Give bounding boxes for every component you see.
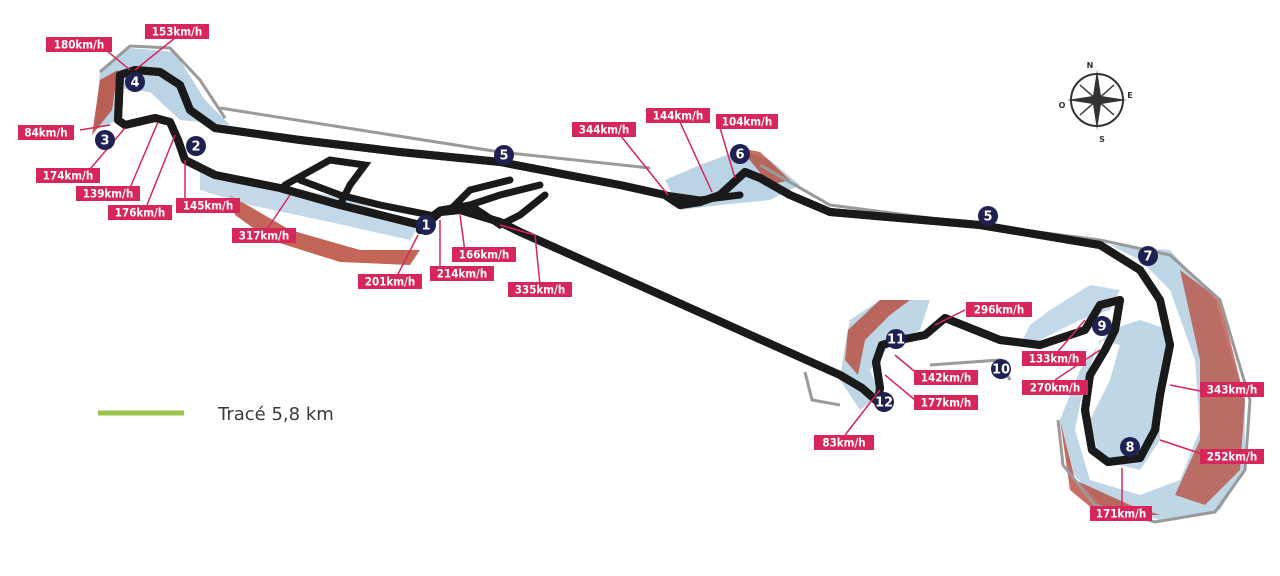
svg-text:12: 12 bbox=[875, 396, 893, 411]
svg-text:174km/h: 174km/h bbox=[43, 169, 93, 183]
turn-marker: 2 bbox=[186, 136, 206, 156]
speed-label: 174km/h bbox=[36, 168, 100, 183]
speed-label: 201km/h bbox=[358, 274, 422, 289]
svg-text:153km/h: 153km/h bbox=[152, 25, 202, 39]
speed-label: 139km/h bbox=[76, 186, 140, 201]
speed-label: 317km/h bbox=[232, 228, 296, 243]
speed-label: 153km/h bbox=[145, 24, 209, 39]
speed-label: 166km/h bbox=[452, 247, 516, 262]
turn-marker: 10 bbox=[991, 359, 1011, 379]
svg-text:145km/h: 145km/h bbox=[183, 199, 233, 213]
svg-text:1: 1 bbox=[421, 219, 430, 234]
svg-text:171km/h: 171km/h bbox=[1096, 507, 1146, 521]
speed-label: 344km/h bbox=[572, 122, 636, 137]
turn-marker: 5 bbox=[494, 145, 514, 165]
turn-marker: 8 bbox=[1120, 437, 1140, 457]
svg-text:144km/h: 144km/h bbox=[653, 109, 703, 123]
legend: Tracé 5,8 km bbox=[98, 404, 334, 425]
turn-marker: 6 bbox=[730, 144, 750, 164]
track-line bbox=[114, 66, 1174, 466]
turn-marker: 5 bbox=[978, 206, 998, 226]
speed-label: 133km/h bbox=[1022, 351, 1086, 366]
svg-text:139km/h: 139km/h bbox=[83, 187, 133, 201]
label-leaders bbox=[79, 37, 1206, 508]
svg-text:317km/h: 317km/h bbox=[239, 229, 289, 243]
svg-text:296km/h: 296km/h bbox=[974, 303, 1024, 317]
svg-text:11: 11 bbox=[887, 333, 905, 348]
svg-text:8: 8 bbox=[1125, 441, 1134, 456]
svg-text:344km/h: 344km/h bbox=[579, 123, 629, 137]
svg-text:177km/h: 177km/h bbox=[921, 396, 971, 410]
svg-text:5: 5 bbox=[499, 149, 508, 164]
turn-marker: 9 bbox=[1092, 316, 1112, 336]
compass-rose-icon: N E S O bbox=[1059, 61, 1133, 144]
speed-label: 104km/h bbox=[716, 114, 778, 129]
speed-label: 142km/h bbox=[914, 370, 978, 385]
speed-label: 296km/h bbox=[966, 302, 1032, 317]
speed-label: 83km/h bbox=[814, 435, 874, 450]
svg-text:270km/h: 270km/h bbox=[1030, 381, 1080, 395]
speed-label: 144km/h bbox=[646, 108, 710, 123]
svg-text:3: 3 bbox=[100, 134, 109, 149]
speed-label: 180km/h bbox=[46, 37, 112, 52]
speed-label: 145km/h bbox=[176, 198, 240, 213]
svg-text:84km/h: 84km/h bbox=[24, 126, 67, 140]
turn-marker: 4 bbox=[125, 72, 145, 92]
svg-text:104km/h: 104km/h bbox=[722, 115, 772, 129]
svg-text:5: 5 bbox=[983, 210, 992, 225]
svg-text:252km/h: 252km/h bbox=[1207, 450, 1257, 464]
svg-text:9: 9 bbox=[1097, 320, 1106, 335]
svg-text:166km/h: 166km/h bbox=[459, 248, 509, 262]
compass-south: S bbox=[1099, 135, 1105, 144]
turn-marker: 7 bbox=[1138, 246, 1158, 266]
speed-label: 177km/h bbox=[914, 395, 978, 410]
speed-label: 270km/h bbox=[1022, 380, 1088, 395]
turn-marker: 3 bbox=[95, 130, 115, 150]
turn-markers: 4 3 2 1 5 6 5 7 9 11 10 12 8 bbox=[95, 72, 1158, 457]
svg-text:7: 7 bbox=[1143, 250, 1152, 265]
compass-east: E bbox=[1127, 91, 1132, 100]
svg-text:214km/h: 214km/h bbox=[437, 267, 487, 281]
turn-marker: 12 bbox=[874, 392, 894, 412]
svg-text:6: 6 bbox=[735, 148, 744, 163]
turn-marker: 11 bbox=[886, 329, 906, 349]
legend-label: Tracé 5,8 km bbox=[217, 404, 334, 425]
svg-text:142km/h: 142km/h bbox=[921, 371, 971, 385]
svg-text:2: 2 bbox=[191, 140, 200, 155]
speed-label: 176km/h bbox=[108, 205, 172, 220]
svg-text:335km/h: 335km/h bbox=[515, 283, 565, 297]
speed-label: 335km/h bbox=[508, 282, 572, 297]
svg-text:176km/h: 176km/h bbox=[115, 206, 165, 220]
compass-north: N bbox=[1087, 61, 1094, 70]
compass-west: O bbox=[1059, 101, 1066, 110]
svg-text:133km/h: 133km/h bbox=[1029, 352, 1079, 366]
svg-text:343km/h: 343km/h bbox=[1207, 383, 1257, 397]
speed-label: 252km/h bbox=[1200, 449, 1264, 464]
svg-text:83km/h: 83km/h bbox=[822, 436, 865, 450]
speed-label: 84km/h bbox=[18, 125, 74, 140]
svg-text:201km/h: 201km/h bbox=[365, 275, 415, 289]
speed-labels: 180km/h 153km/h 84km/h 174km/h 139km/h 1… bbox=[18, 24, 1264, 521]
speed-label: 343km/h bbox=[1200, 382, 1264, 397]
speed-label: 214km/h bbox=[430, 266, 494, 281]
turn-marker: 1 bbox=[416, 215, 436, 235]
svg-text:180km/h: 180km/h bbox=[54, 38, 104, 52]
svg-text:4: 4 bbox=[130, 76, 139, 91]
svg-text:10: 10 bbox=[992, 363, 1010, 378]
speed-label: 171km/h bbox=[1090, 506, 1152, 521]
